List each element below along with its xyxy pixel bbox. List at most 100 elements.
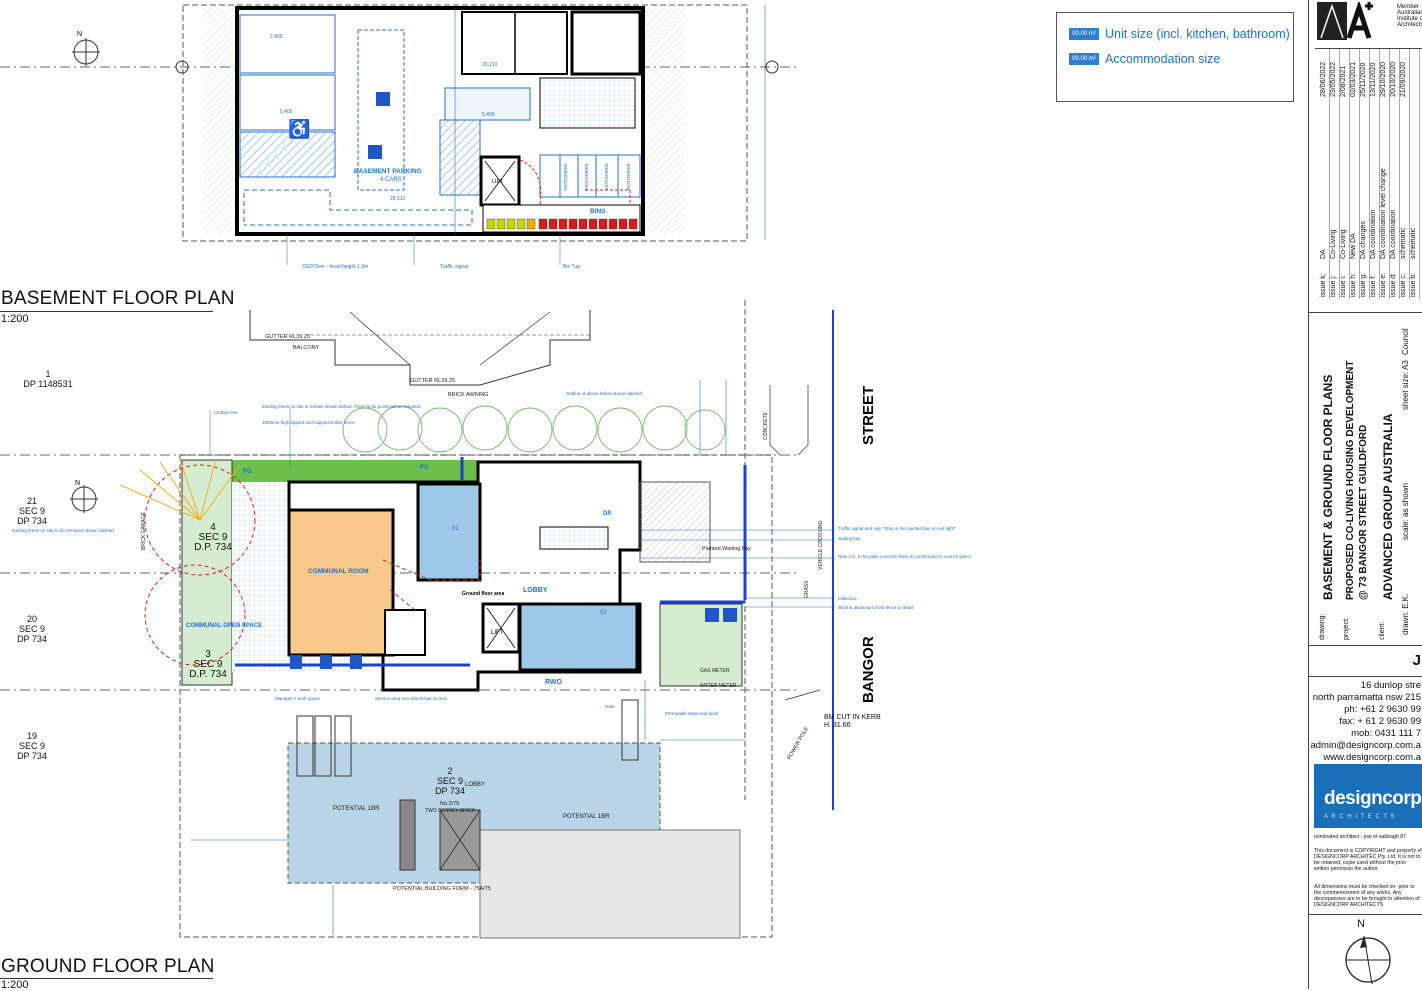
gate-note: Gate <box>605 704 615 709</box>
dp-label: DP <box>603 511 611 517</box>
issue-description: DA changes <box>1360 221 1367 259</box>
pg-label-1: PG <box>243 469 252 475</box>
issue-date: 20/10/2020 <box>1390 61 1397 97</box>
aia-logo <box>1317 0 1373 42</box>
svg-text:5,400: 5,400 <box>482 112 495 118</box>
legend-swatch-2: 00.00 m² <box>1069 53 1099 65</box>
floor-plans-drawing: ♿ <box>0 4 972 939</box>
issue-description: schematic <box>1400 227 1407 259</box>
traffic-sign-note: Traffic signal and sign "Stop in the pai… <box>838 526 956 531</box>
nominated-architect: nominated architect - jow el-sabbagh 87 <box>1314 834 1406 840</box>
north-arrow-titleblock: N <box>1340 918 1400 988</box>
lobby-2-label: LOBBY <box>465 782 485 788</box>
issue-label: issue f: <box>1370 274 1377 297</box>
brick-awning-label: BRICK AWNING <box>448 392 488 398</box>
power-pole-label: POWER POLE <box>787 726 811 761</box>
unit-02-label: 02 <box>600 610 607 616</box>
sheet-size-label: sheet size: A3 <box>1401 360 1410 410</box>
legend-swatch-1: 00.00 m² <box>1069 28 1099 40</box>
grass-label: GRASS <box>804 580 810 598</box>
communal-open-label: COMMUNAL OPEN SPACE <box>186 623 262 629</box>
new-vc-note: New V.C. to be plain concrete finish & c… <box>838 554 972 559</box>
logo-sub: A R C H I T E C T S <box>1324 814 1396 820</box>
issue-date: 13/11/2020 <box>1370 62 1377 97</box>
web-line: www.designcorp.com.a <box>1323 752 1421 763</box>
issue-date: 25/11/2020 <box>1360 62 1367 97</box>
ground-title-rule <box>0 978 213 979</box>
motorbike-1: MOTORBIKE <box>563 163 568 190</box>
issue-description: New DA <box>1350 233 1357 259</box>
balcony-label: BALCONY <box>293 345 320 351</box>
council-label: Council <box>1401 328 1410 355</box>
drawn-label: drawn: E.K. <box>1401 593 1410 635</box>
mob-line: mob: 0431 111 7 <box>1351 728 1421 739</box>
street-name-bangor: BANGOR <box>860 636 877 703</box>
existing-trees-note: Existing trees on site to remain shown d… <box>262 404 421 409</box>
lot-3-label: 3 SEC 9 D.P. 734 <box>189 649 227 680</box>
svg-text:2,400: 2,400 <box>270 34 283 40</box>
dimensions-note: All dimensions must be checked on- prior… <box>1314 884 1420 908</box>
legend-unit-size-text: Unit size (incl. kitchen, bathroom) <box>1105 27 1290 41</box>
legend-box: 00.00 m² Unit size (incl. kitchen, bathr… <box>1056 12 1294 102</box>
copyright-note: This document is COPYRIGHT and property … <box>1314 848 1422 872</box>
title-block: Member Australian Institute of Architect… <box>1308 0 1422 989</box>
vehicle-crossing-label: VEHICLE CROSSING <box>818 520 824 570</box>
basement-cars-label: 4 CARS <box>380 177 402 183</box>
basement-title-rule <box>0 311 213 312</box>
unit-01-label: 01 <box>452 526 459 532</box>
issue-description: DA coordination <box>1390 209 1397 259</box>
gutter-label-2: GUTTER RL39.25 <box>410 378 455 384</box>
north-arrow-ground: N <box>70 480 98 513</box>
issue-label: issue j: <box>1330 275 1337 297</box>
issue-row: issue b: schematic <box>1409 49 1420 299</box>
svg-text:29,210: 29,210 <box>482 62 498 68</box>
bin-row <box>486 218 638 230</box>
client-name: ADVANCED GROUP AUSTRALIA <box>1381 413 1395 600</box>
issue-description: DA <box>1320 249 1327 259</box>
issue-label: issue d: <box>1390 272 1397 297</box>
issue-description: schematic <box>1410 227 1417 259</box>
motorbike-2: MOTORBIKE <box>584 163 589 190</box>
rwo-label: RWO <box>545 679 563 686</box>
issue-row: issue d: DA coordination 20/10/2020 <box>1389 49 1400 299</box>
fax-line: fax: + 61 2 9630 99 <box>1339 716 1421 727</box>
legend-accommodation-text: Accommodation size <box>1105 52 1221 66</box>
issue-date: 21/09/2020 <box>1400 61 1407 97</box>
lot-1-label: 1 DP 1148531 <box>23 369 73 389</box>
svg-text:♿: ♿ <box>288 118 310 139</box>
project-line-2: @ 73 BANGOR STREET GUILDFORD <box>1358 424 1369 600</box>
ground-plan: COMMUNAL ROOM COMMUNAL OPEN SPACE LOBBY … <box>0 300 972 939</box>
issue-label: issue i: <box>1340 275 1347 297</box>
water-meter-label: WATER METER <box>700 683 737 689</box>
issue-label: issue c: <box>1400 273 1407 297</box>
issue-label: issue e: <box>1380 272 1387 297</box>
lot-19-label: 19 SEC 9 DP 734 <box>17 731 47 761</box>
lot-21-label: 21 SEC 9 DP 734 <box>17 496 47 526</box>
painted-bay-label: Painted Waiting bay <box>702 546 751 552</box>
issue-date: 23/05/2022 <box>1330 61 1337 97</box>
issue-label: issue b: <box>1410 272 1417 297</box>
brick-garage-label: BRICK GARAGE <box>141 511 147 550</box>
address-line-2: north parramatta nsw 215 <box>1312 692 1421 703</box>
gas-meter-label: GAS METER <box>700 668 730 674</box>
drawing-title: BASEMENT & GROUND FLOOR PLANS <box>1321 374 1335 600</box>
north-label-1: N <box>77 31 82 38</box>
potential-1br-b: POTENTIAL 1BR <box>563 814 610 820</box>
svg-text:5,400: 5,400 <box>280 109 293 115</box>
outline-above-note: Outline of above below shown dashed <box>566 391 643 396</box>
issue-date: 2/08/2021 <box>1340 65 1347 97</box>
legend-unit-size: 00.00 m² Unit size (incl. kitchen, bathr… <box>1069 27 1290 41</box>
potential-1br-a: POTENTIAL 1BR <box>333 806 380 812</box>
bm-cut-label: BM CUT IN KERB H. 31.66 <box>824 714 881 729</box>
phone-line: ph: +61 2 9630 99 <box>1344 704 1421 715</box>
client-label: client: <box>1379 621 1386 640</box>
service-area-note: Service area non wheelchair access <box>375 696 448 701</box>
waiting-bay-note: waiting bay <box>838 536 861 541</box>
address-line-1: 16 dunlop stre <box>1360 680 1421 691</box>
issue-label: issue h: <box>1350 272 1357 297</box>
ground-plan-scale: 1:200 <box>1 979 29 991</box>
